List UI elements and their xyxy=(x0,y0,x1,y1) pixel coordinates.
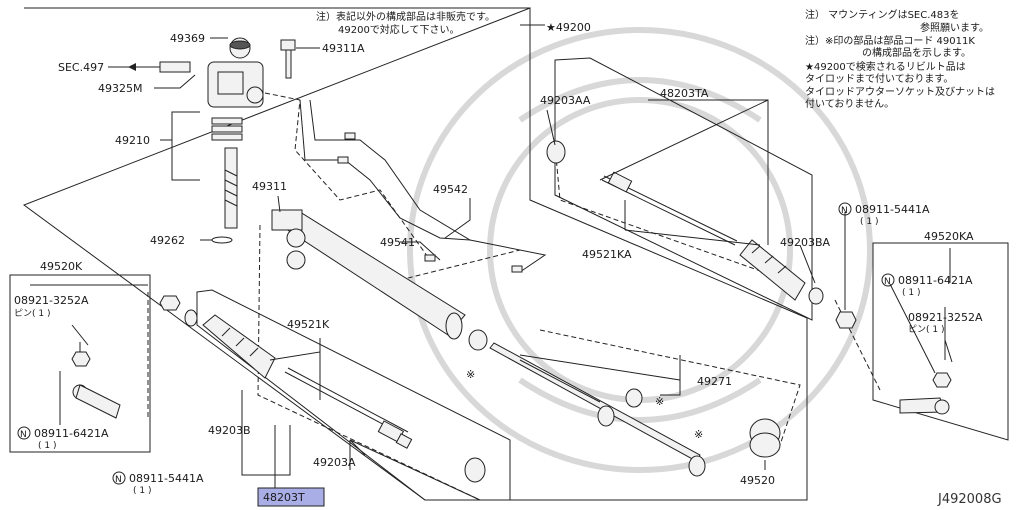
n-badge-l1 xyxy=(17,426,31,440)
nut-right xyxy=(932,372,952,388)
outer-socket-left xyxy=(72,384,121,419)
outer-socket-right xyxy=(899,397,950,415)
n-badge-r1 xyxy=(838,202,852,216)
nut-left xyxy=(71,351,91,367)
pipe-fitting-2 xyxy=(337,156,349,164)
note-center-1: 注）表記以外の構成部品は非販売です。 xyxy=(316,10,495,23)
n-badge-r2 xyxy=(881,273,895,287)
label-49203B[interactable]: 49203B xyxy=(208,424,251,437)
rack-bar xyxy=(489,342,706,477)
tie-rod-right xyxy=(546,140,738,246)
label-49521KA[interactable]: 49521KA xyxy=(582,248,632,261)
label-08921-3252A-right[interactable]: 08921-3252A xyxy=(908,311,983,324)
label-08911-6421A-right[interactable]: 08911-6421A xyxy=(898,274,973,287)
note-right-7: タイロッドアウターソケット及びナットは xyxy=(805,86,995,98)
label-08911-6421A-right-qty: ( 1 ) xyxy=(902,288,920,298)
label-49311[interactable]: 49311 xyxy=(252,180,287,193)
label-08911-6421A-left-qty: ( 1 ) xyxy=(38,441,56,451)
label-49203AA[interactable]: 49203AA xyxy=(540,94,591,107)
highlight-48203T xyxy=(257,487,325,507)
label-49271[interactable]: 49271 xyxy=(697,375,732,388)
label-49311A[interactable]: 49311A xyxy=(322,42,365,55)
label-08921-3252A-left[interactable]: 08921-3252A xyxy=(14,294,89,307)
gear-housing-49311 xyxy=(271,209,466,340)
n-badge-r2-text: N xyxy=(884,277,891,287)
pipe-fitting-4 xyxy=(511,265,523,273)
label-49262[interactable]: 49262 xyxy=(150,234,185,247)
outer-socket-box-left xyxy=(9,274,151,453)
gear-housing-valve xyxy=(207,37,264,108)
note-right-8: 付いておりません。 xyxy=(805,97,894,110)
seal-49271-b xyxy=(625,388,643,408)
n-badge-l2-text: N xyxy=(115,475,122,485)
label-08911-5441A-left-qty: ( 1 ) xyxy=(133,486,151,496)
star-marker-3: ※ xyxy=(694,428,703,441)
label-08911-6421A-left[interactable]: 08911-6421A xyxy=(34,427,109,440)
label-08911-5441A-right-qty: ( 1 ) xyxy=(860,217,878,227)
label-08921-3252A-right-qty: ピン( 1 ) xyxy=(908,324,944,335)
note-right-3: 注）※印の部品は部品コード 49011K xyxy=(805,34,975,47)
dashed-guide-lines xyxy=(147,92,881,501)
leader-lines xyxy=(30,24,951,501)
label-08921-3252A-left-qty: ピン( 1 ) xyxy=(14,308,50,319)
sensor-49325M xyxy=(128,61,191,73)
label-49203BA[interactable]: 49203BA xyxy=(780,236,831,249)
boot-49203B xyxy=(159,295,276,379)
o-ring-49262 xyxy=(211,236,233,244)
label-49521K[interactable]: 49521K xyxy=(287,318,330,331)
label-49542[interactable]: 49542 xyxy=(433,183,468,196)
label-49369[interactable]: 49369 xyxy=(170,32,205,45)
label-49200[interactable]: ★49200 xyxy=(546,21,591,34)
outer-socket-box-right xyxy=(872,242,1009,441)
n-badge-l1-text: N xyxy=(20,430,27,440)
label-49325M[interactable]: 49325M xyxy=(98,82,142,95)
pipe-fitting-1 xyxy=(344,132,356,140)
note-center-2: 49200で対応して下さい。 xyxy=(338,23,460,36)
label-49520K[interactable]: 49520K xyxy=(40,260,83,273)
label-49210[interactable]: 49210 xyxy=(115,134,150,147)
label-48203T[interactable]: 48203T xyxy=(263,491,305,504)
note-right-1: 注） マウンティングはSEC.483を xyxy=(805,8,960,21)
n-badge-r1-text: N xyxy=(841,206,848,216)
tie-rod-kit-frame-right xyxy=(554,57,813,321)
star-marker-2: ※ xyxy=(655,395,664,408)
tie-rod-kit-frame-left xyxy=(196,289,511,501)
label-49541[interactable]: 49541 xyxy=(380,236,415,249)
pipe-49541 xyxy=(299,99,471,241)
boot-49203BA xyxy=(739,239,857,329)
pin-right xyxy=(944,339,953,363)
note-right-2: 参照願います。 xyxy=(920,21,989,34)
diagram-code: J492008G xyxy=(937,492,1002,507)
note-right-5: ★49200で検索されるリビルト品は xyxy=(805,60,966,73)
pinion-49210 xyxy=(211,117,243,229)
label-49520[interactable]: 49520 xyxy=(740,474,775,487)
clamp-49203A xyxy=(464,457,486,483)
note-right-6: タイロッドまで付いております。 xyxy=(805,72,953,85)
label-sec497[interactable]: SEC.497 xyxy=(58,61,104,74)
pipe-49542 xyxy=(309,99,547,273)
note-right-4: の構成部品を示します。 xyxy=(862,46,971,59)
bushing-49520 xyxy=(749,418,781,458)
pin-left xyxy=(71,324,89,346)
star-marker-1: ※ xyxy=(466,368,475,381)
label-48203TA[interactable]: 48203TA xyxy=(660,87,709,100)
label-49203A[interactable]: 49203A xyxy=(313,456,356,469)
label-49520KA[interactable]: 49520KA xyxy=(924,230,974,243)
seal-49271-a xyxy=(468,329,488,351)
pipe-fitting-3 xyxy=(424,254,436,262)
label-08911-5441A-left[interactable]: 08911-5441A xyxy=(129,472,204,485)
tie-rod-left xyxy=(284,367,413,449)
bolt-49311A xyxy=(280,39,296,79)
n-badge-l2 xyxy=(112,471,126,485)
label-08911-5441A-right[interactable]: 08911-5441A xyxy=(855,203,930,216)
main-assembly-frame xyxy=(22,7,808,501)
